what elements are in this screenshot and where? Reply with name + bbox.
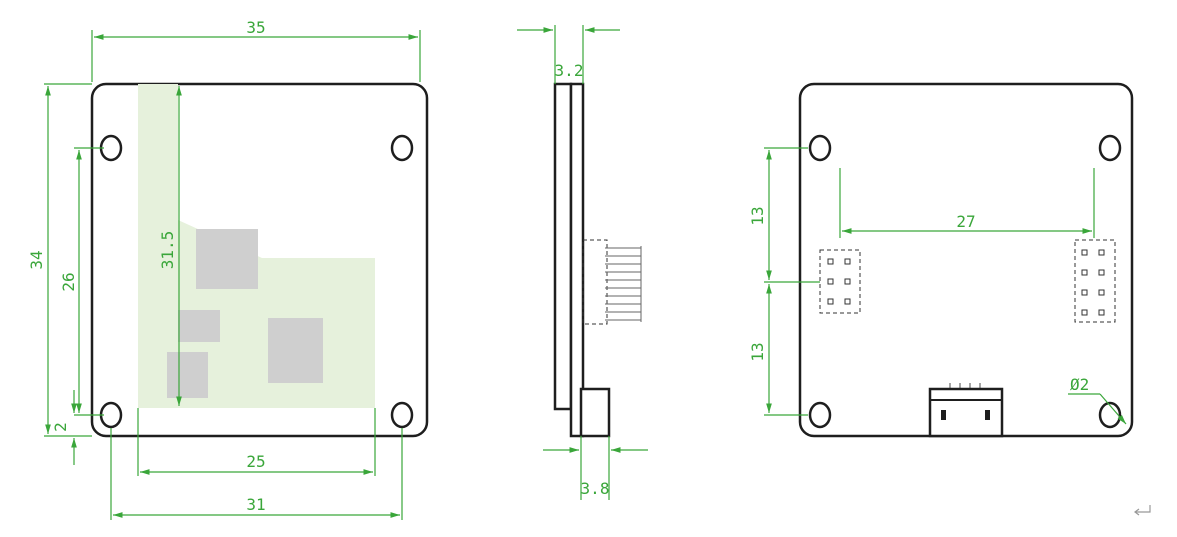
- dim-hole-spacing-h: 31: [246, 495, 265, 514]
- back-connector: [928, 383, 1004, 438]
- front-chip-large: [196, 229, 258, 289]
- side-view: 3.2 3.8: [517, 25, 648, 500]
- back-header-right: [1074, 239, 1116, 323]
- dim-lower-spacing: 13: [748, 342, 767, 361]
- front-view: 35 34 26 31.5 2 25 31: [27, 18, 429, 520]
- dim-inner-height: 31.5: [158, 231, 177, 270]
- side-board: [553, 82, 573, 411]
- side-header-outline: [582, 239, 608, 325]
- dim-board-thickness: 3.2: [555, 61, 584, 80]
- front-hole-tr: [390, 134, 414, 162]
- front-chip-small: [178, 310, 220, 342]
- dim-connector-depth: 3.8: [581, 479, 610, 498]
- back-header-left-pins: [827, 258, 851, 305]
- back-header-left: [819, 249, 861, 314]
- back-hole-tl: [808, 134, 832, 162]
- back-hole-br: [1098, 401, 1122, 429]
- back-hole-tr: [1098, 134, 1122, 162]
- side-connector: [579, 387, 611, 438]
- dim-height-total: 34: [27, 250, 46, 269]
- back-view: 13 13 27 Ø2: [748, 82, 1134, 438]
- front-chip-right: [268, 318, 323, 383]
- dim-leader-diameter: [1099, 393, 1127, 425]
- dim-hole-offset: 2: [51, 422, 70, 432]
- front-chip-left: [167, 352, 208, 398]
- front-hole-br: [390, 401, 414, 429]
- dim-hole-diameter: Ø2: [1070, 375, 1089, 394]
- return-arrow-icon: [1134, 505, 1151, 516]
- dim-inner-width: 25: [246, 452, 265, 471]
- dim-width-top: 35: [246, 18, 265, 37]
- side-board-layer: [569, 82, 585, 438]
- back-hole-bl: [808, 401, 832, 429]
- side-header-pins: [605, 246, 642, 322]
- dim-upper-spacing: 13: [748, 206, 767, 225]
- back-header-right-pins: [1081, 249, 1105, 316]
- dim-header-spacing: 27: [956, 212, 975, 231]
- dim-hole-spacing-v: 26: [59, 272, 78, 291]
